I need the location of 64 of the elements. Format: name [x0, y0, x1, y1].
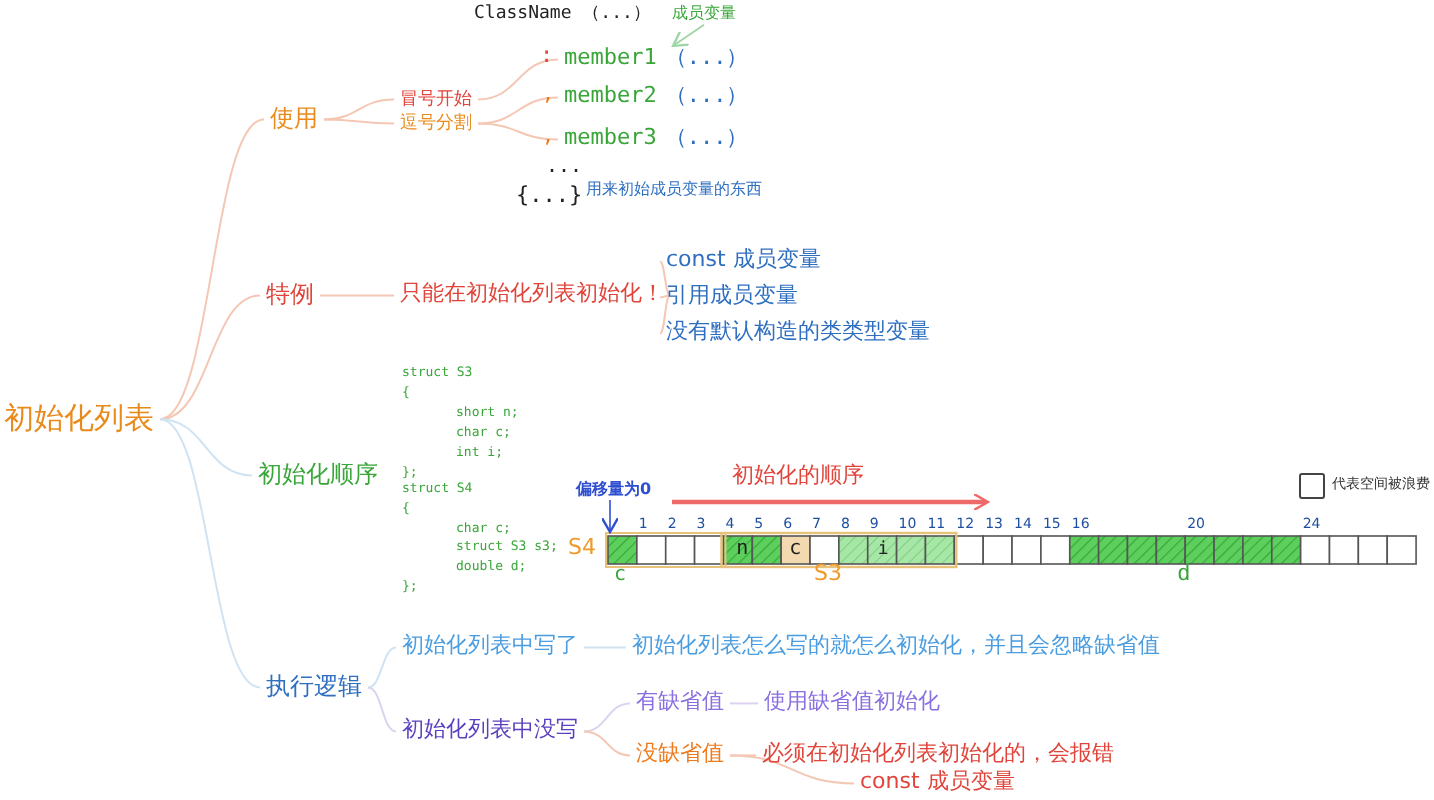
initializer-text: （...） [664, 44, 749, 71]
offset-label: 偏移量为0 [576, 480, 652, 499]
cell-label: n [736, 538, 749, 561]
separator-mark: , [542, 84, 555, 107]
arrow [671, 23, 705, 48]
branch-line [583, 730, 631, 757]
member-name: member1 [564, 44, 657, 71]
ellipsis-text: ... [546, 156, 583, 179]
field-label: c [614, 564, 627, 587]
topic-text: 初始化列表中写了 [402, 634, 578, 661]
topic-text: 初始化列表中没写 [402, 718, 578, 745]
branch-line [477, 96, 559, 125]
branch-line [159, 418, 261, 689]
field-label: d [1177, 562, 1191, 589]
topic-text: 逗号分割 [400, 113, 472, 134]
topic-text: 初始化顺序 [258, 461, 378, 490]
member-name: member2 [564, 82, 657, 109]
topic-text: 没有默认构造的类类型变量 [666, 320, 930, 347]
branch-line [659, 294, 671, 299]
branch-line [159, 118, 265, 421]
branch-line [323, 118, 395, 125]
topic-text: 没缺省值 [636, 742, 724, 769]
branch-line [477, 58, 559, 101]
branch-line [159, 294, 261, 421]
branch-line [323, 98, 395, 121]
note-text: 用来初始成员变量的东西 [586, 180, 762, 199]
topic-text: 只能在初始化列表初始化！ [400, 282, 664, 309]
branch-line [477, 122, 559, 141]
branch-line [319, 294, 395, 297]
branch-line [729, 702, 759, 705]
initializer-text: （...） [664, 82, 749, 109]
struct-label: S4 [568, 536, 596, 563]
branch-line [583, 646, 627, 649]
field-label: S3 [814, 562, 842, 589]
order-label: 初始化的顺序 [732, 464, 864, 491]
topic-text: 使用 [270, 105, 318, 134]
member-name: member3 [564, 124, 657, 151]
branch-line [729, 754, 757, 757]
topic-text: 有缺省值 [636, 690, 724, 717]
topic-text: 特例 [266, 281, 314, 310]
topic-text: 冒号开始 [400, 89, 472, 110]
topic-text: const 成员变量 [860, 770, 1015, 797]
branch-line [659, 260, 671, 297]
initializer-text: （...） [664, 124, 749, 151]
topic-text: 使用缺省值初始化 [764, 690, 940, 717]
body-text: {...} [516, 184, 583, 211]
branch-line [367, 686, 397, 733]
cell-label: i [877, 539, 889, 560]
topic-text: 必须在初始化列表初始化的，会报错 [762, 742, 1114, 769]
topic-text: const 成员变量 [666, 248, 821, 275]
cell-label: c [789, 538, 802, 561]
branch-line [159, 418, 253, 477]
branch-line [367, 646, 397, 689]
topic-text: 执行逻辑 [266, 673, 362, 702]
topic-text: 引用成员变量 [666, 284, 798, 311]
branch-line [659, 294, 671, 335]
topic-text: ClassName （...） [474, 3, 651, 24]
branch-line [583, 702, 631, 733]
separator-mark: : [540, 44, 554, 71]
topic-text: 初始化列表怎么写的就怎么初始化，并且会忽略缺省值 [632, 634, 1160, 661]
separator-mark: , [542, 126, 555, 149]
branch-line [729, 754, 855, 785]
topic-text: 成员变量 [672, 4, 736, 23]
topic-text: 初始化列表 [4, 402, 154, 437]
